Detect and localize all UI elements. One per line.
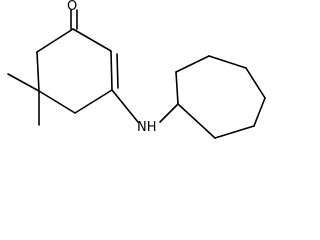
molecule-structure: O NH <box>7 0 266 139</box>
ring-bond-c6-c5 <box>36 51 40 92</box>
nitrogen-cycloheptyl-bond <box>159 103 179 123</box>
nitrogen-label: NH <box>137 120 157 135</box>
ring-bond-c3-c2 <box>110 50 113 91</box>
cyclohexenone-ring <box>36 28 119 114</box>
ring-bond-c2-c1 <box>72 28 112 52</box>
gem-dimethyl <box>7 73 40 126</box>
ring-bond-c5-c4 <box>38 90 76 114</box>
ring-bond-c4-c3 <box>74 89 113 114</box>
c3-nitrogen-bond <box>111 89 139 123</box>
ring-bond-c2-c3-double <box>116 53 119 89</box>
methyl-bond-1 <box>7 73 40 92</box>
oxygen-label: O <box>67 0 77 14</box>
ring-bond-c1-c6 <box>36 28 74 53</box>
carbonyl-bond <box>70 9 78 30</box>
cycloheptane-ring <box>175 55 266 139</box>
